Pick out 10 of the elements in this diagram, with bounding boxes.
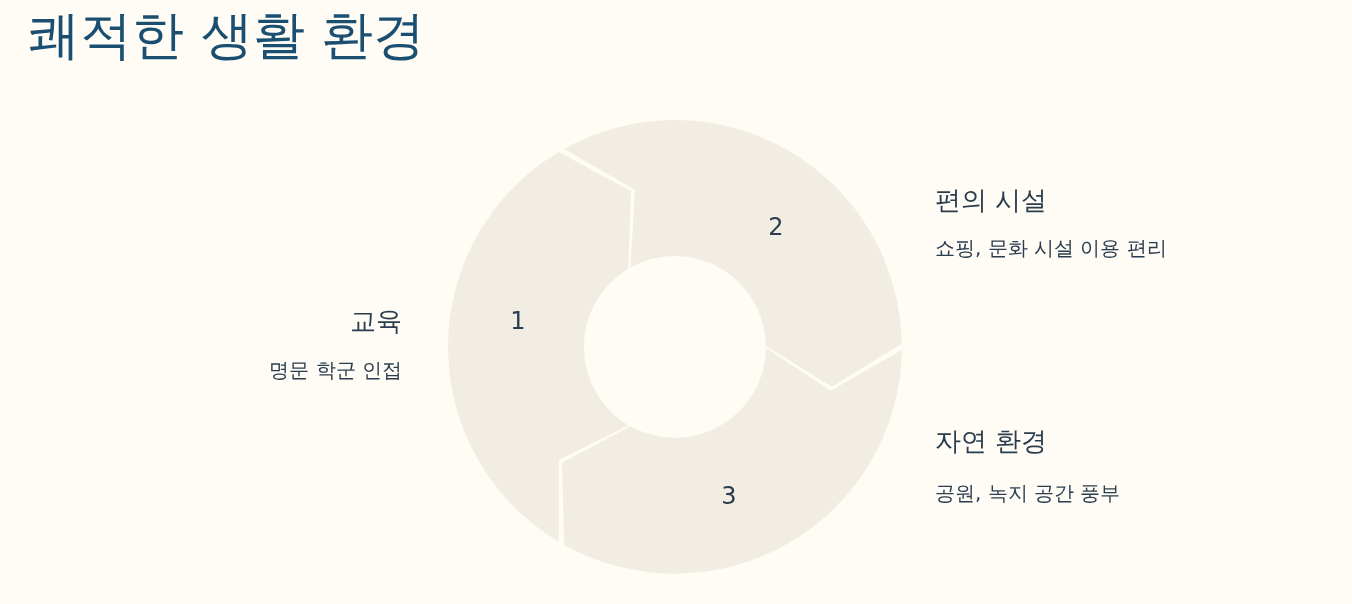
step-description: 쇼핑, 문화 시설 이용 편리 [935, 238, 1167, 258]
step-number: 2 [768, 215, 784, 239]
step-heading: 교육 [350, 308, 402, 334]
step-heading: 편의 시설 [935, 187, 1048, 213]
step-heading: 자연 환경 [935, 428, 1048, 454]
step-description: 명문 학군 인접 [269, 360, 402, 380]
step-number: 3 [721, 484, 737, 508]
step-number: 1 [510, 309, 526, 333]
title: 쾌적한 생활 환경 [28, 4, 426, 67]
step-description: 공원, 녹지 공간 풍부 [935, 483, 1121, 503]
